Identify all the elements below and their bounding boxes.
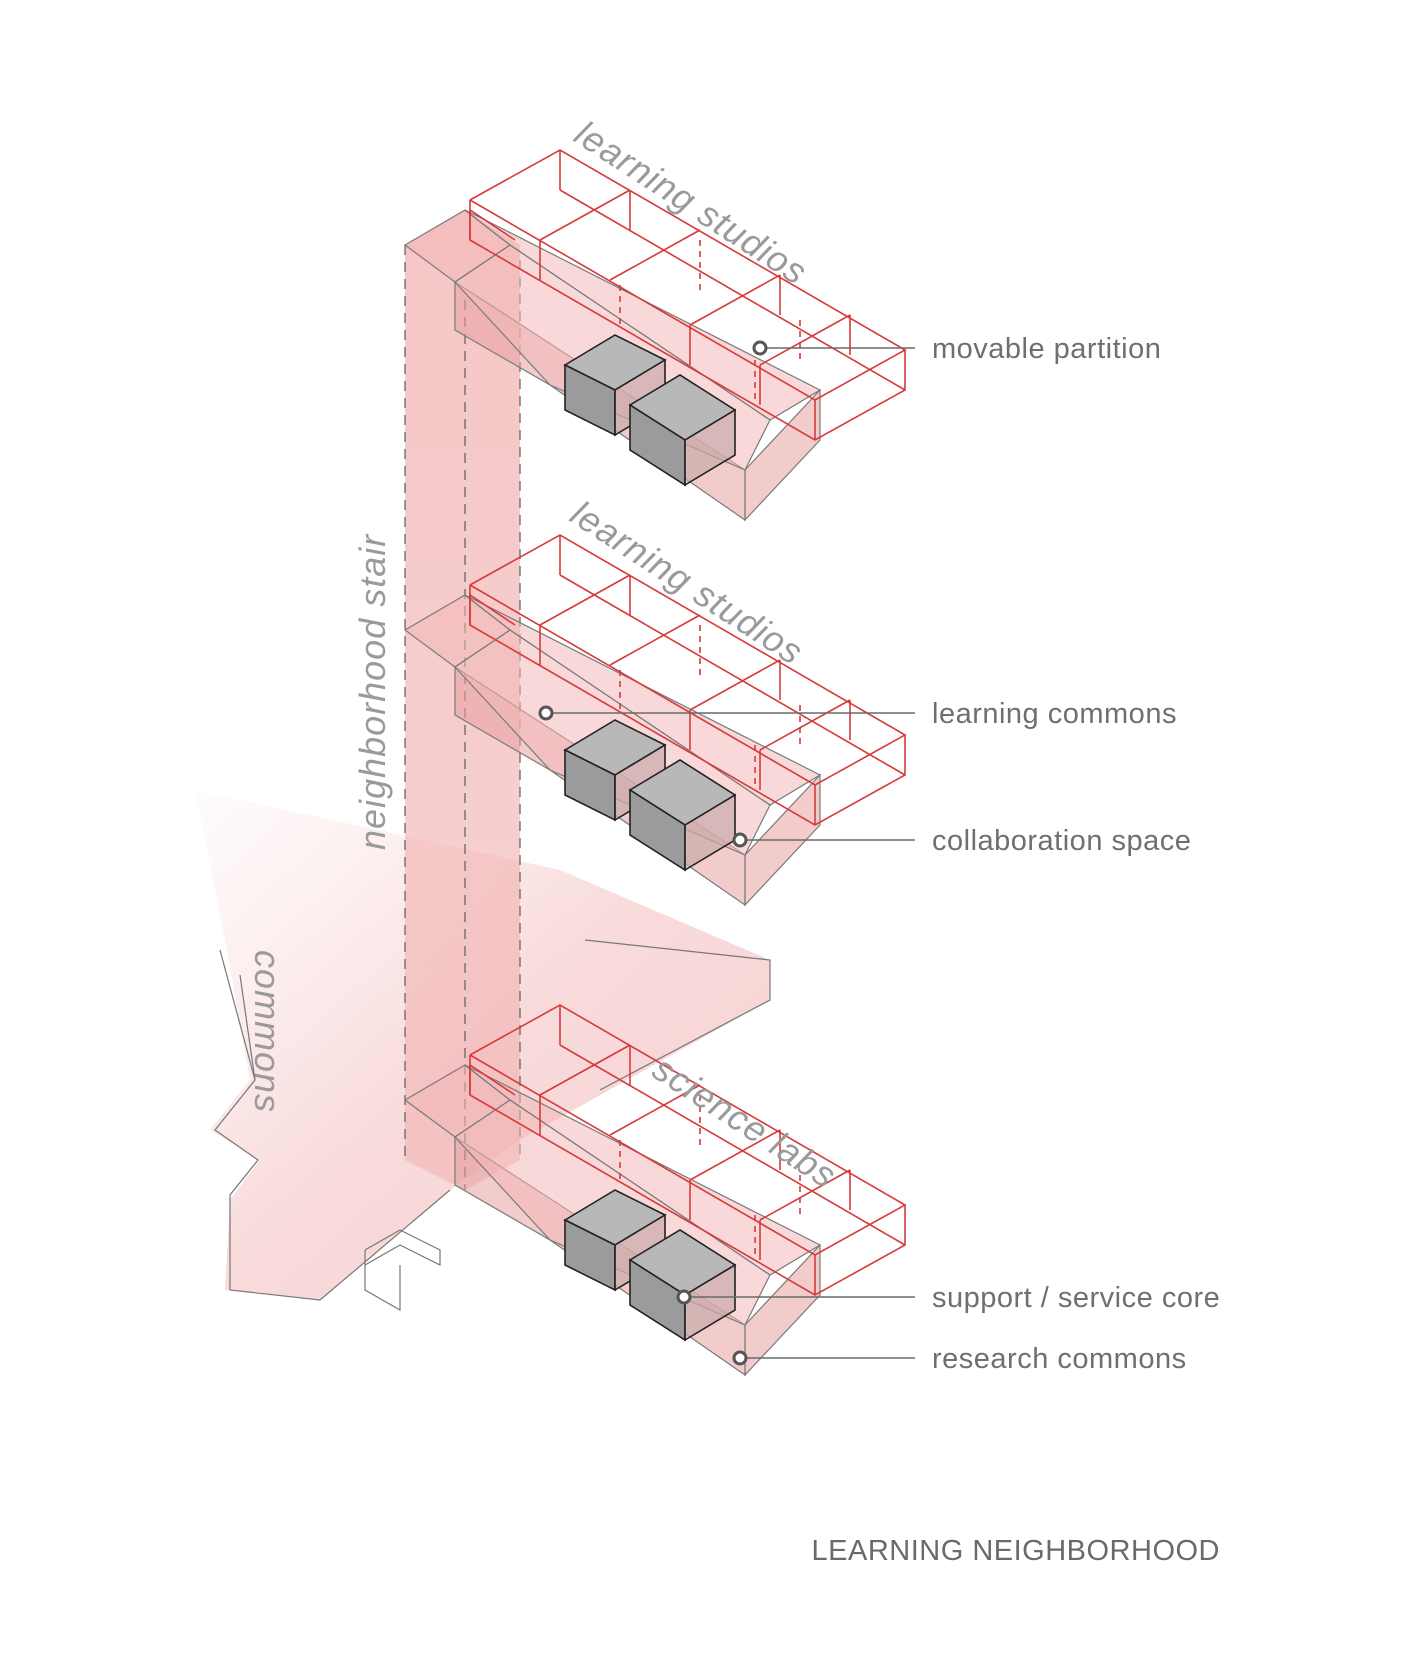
callout-label: learning commons [932,698,1177,730]
callout-movable-partition: movable partition [752,333,1161,365]
callout-learning-commons: learning commons [538,698,1177,730]
callout-research-commons: research commons [732,1343,1187,1375]
callout-label: collaboration space [932,825,1191,857]
callout-collaboration-space: collaboration space [732,825,1191,857]
zone-label-commons: commons [247,950,288,1113]
callout-label: support / service core [932,1282,1220,1314]
callout-label: research commons [932,1343,1187,1375]
callout-support-service-core: support / service core [676,1282,1220,1314]
zone-label-neighborhood-stair: neighborhood stair [352,533,393,850]
callout-label: movable partition [932,333,1161,365]
diagram-caption: LEARNING NEIGHBORHOOD [812,1535,1221,1567]
zone-label-middle-studios: learning studios [564,492,811,672]
floor-level-bottom [404,1004,906,1376]
